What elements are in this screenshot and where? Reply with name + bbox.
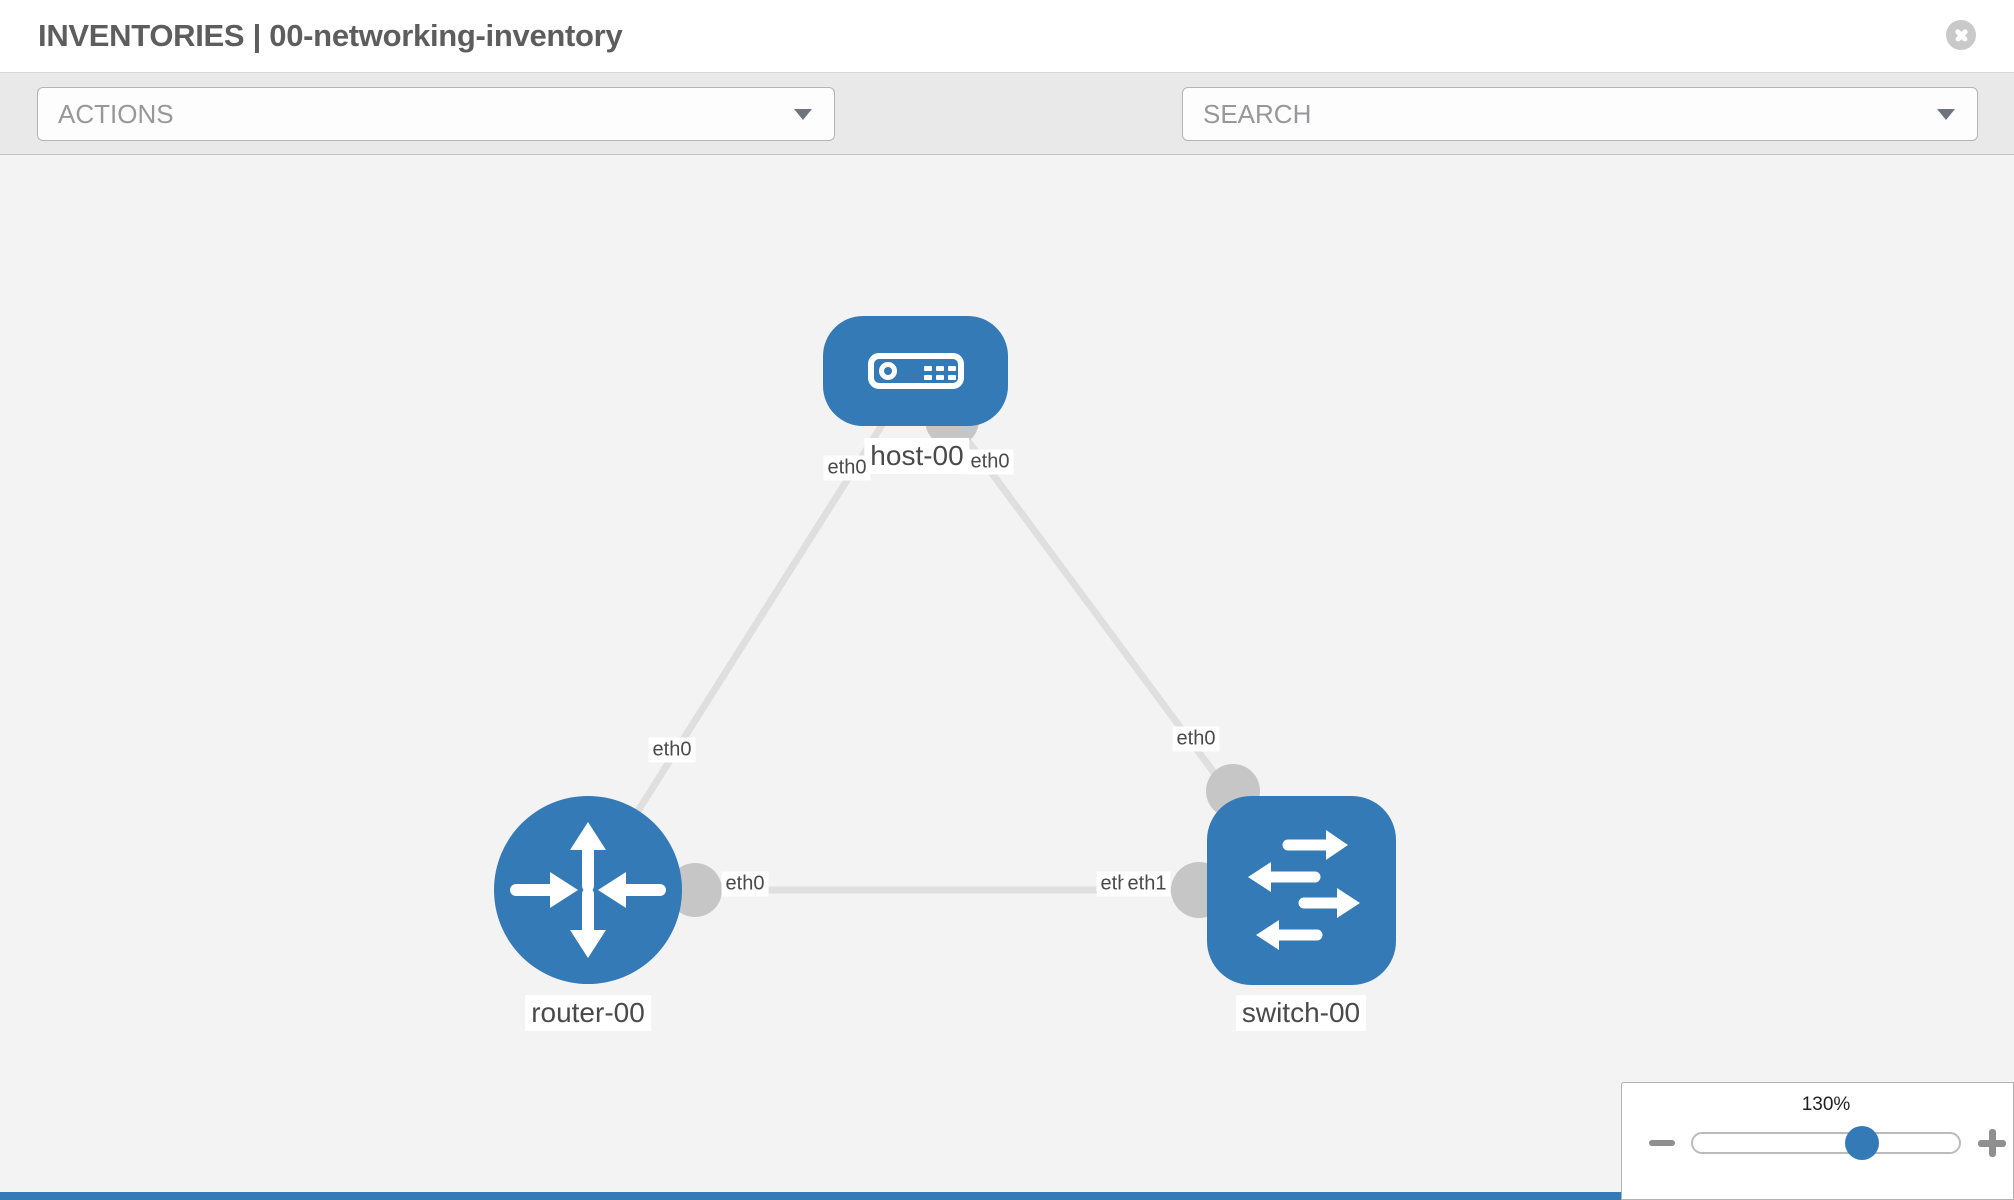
node-label-switch: switch-00: [1235, 995, 1367, 1031]
actions-dropdown-label: ACTIONS: [58, 98, 174, 129]
node-host[interactable]: [823, 316, 1008, 426]
interface-label: eth0: [721, 871, 769, 897]
zoom-in-button[interactable]: [1978, 1129, 2006, 1157]
header: INVENTORIES | 00-networking-inventory: [0, 0, 2014, 72]
bottom-panel-edge: [0, 1192, 1621, 1200]
router-icon: [510, 822, 666, 958]
topology-canvas[interactable]: host-00 router-00 switch-00 eth0 eth0 et…: [0, 155, 2014, 1200]
node-switch[interactable]: [1207, 796, 1396, 985]
interface-label: eth0: [823, 455, 871, 481]
switch-icon: [1248, 830, 1360, 950]
zoom-value: 130%: [1801, 1094, 1851, 1115]
node-label-router: router-00: [525, 995, 651, 1031]
chevron-down-icon: [1937, 109, 1955, 120]
host-icon: [867, 353, 964, 389]
zoom-out-button[interactable]: [1649, 1129, 1675, 1157]
node-router[interactable]: [494, 796, 682, 984]
endpoint-dot-router: [668, 863, 722, 917]
actions-dropdown[interactable]: ACTIONS: [37, 87, 835, 141]
interface-label: eth0: [1172, 726, 1220, 752]
chevron-down-icon: [794, 109, 812, 120]
interface-label: eth0: [966, 449, 1014, 475]
search-dropdown-label: SEARCH: [1203, 98, 1312, 129]
zoom-slider-thumb[interactable]: [1845, 1126, 1879, 1160]
toolbar: ACTIONS SEARCH: [0, 72, 2014, 201]
interface-label: eth1: [1123, 871, 1171, 897]
search-dropdown[interactable]: SEARCH: [1182, 87, 1978, 141]
page-title: INVENTORIES | 00-networking-inventory: [38, 18, 623, 53]
zoom-slider-track[interactable]: [1691, 1132, 1961, 1154]
zoom-panel: 130%: [1621, 1082, 2014, 1200]
close-button[interactable]: [1946, 20, 1976, 50]
minus-icon: [1649, 1140, 1675, 1146]
interface-label: eth0: [648, 737, 696, 763]
node-label-host: host-00: [864, 438, 970, 474]
